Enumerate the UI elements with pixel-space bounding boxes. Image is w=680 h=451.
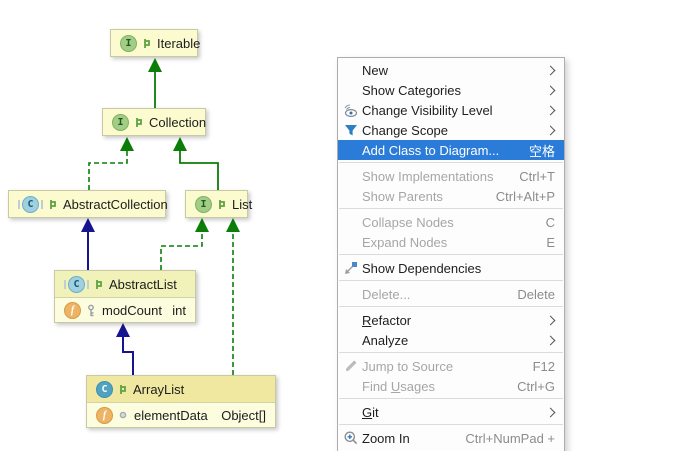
uml-node-list[interactable]: I List [185, 190, 252, 218]
menu-item-refactor[interactable]: Refactor [338, 310, 564, 330]
menu-separator [339, 208, 563, 209]
menu-item-add-class-to-diagram[interactable]: Add Class to Diagram... 空格 [338, 140, 564, 160]
zoom-in-icon [342, 430, 360, 446]
visibility-key-icon [48, 199, 58, 210]
interface-icon: I [120, 34, 137, 52]
edge-arraylist-abstractlist [122, 337, 134, 375]
field-type: Object[] [221, 407, 266, 423]
visibility-key-icon [94, 279, 104, 290]
class-icon: C [96, 380, 113, 398]
arrowhead [81, 218, 95, 232]
class-name: AbstractCollection [63, 196, 168, 212]
menu-separator [339, 162, 563, 163]
class-name: ArrayList [133, 381, 185, 397]
class-name: Iterable [157, 35, 201, 51]
field-type: int [172, 302, 186, 318]
submenu-chevron-icon [545, 65, 556, 75]
menu-item-show-implementations: Show Implementations Ctrl+T [362, 168, 555, 184]
eye-icon [342, 102, 360, 118]
edit-source-icon [342, 358, 360, 374]
submenu-chevron-icon [545, 315, 556, 325]
visibility-key-icon [217, 199, 227, 210]
arrowhead [195, 218, 209, 232]
menu-item-delete: Delete... Delete [362, 286, 555, 302]
shortcut: 空格 [528, 143, 555, 159]
shortcut: E [546, 234, 555, 250]
menu-separator [339, 254, 563, 255]
menu-separator [339, 424, 563, 425]
class-name: AbstractList [109, 276, 177, 292]
shortcut: C [545, 214, 555, 230]
field-row: f elementData Object[] [87, 403, 275, 427]
shortcut: Ctrl+NumPad + [465, 430, 555, 446]
menu-separator [339, 398, 563, 399]
visibility-key-icon [118, 384, 128, 395]
field-row: f modCount int [55, 298, 195, 322]
edge-abstractlist-list [160, 232, 203, 270]
abstract-class-icon: C [18, 195, 43, 213]
menu-item-jump-to-source: Jump to Source F12 [338, 356, 564, 376]
menu-item-change-scope[interactable]: Change Scope [338, 120, 564, 140]
menu-separator [339, 352, 563, 353]
package-private-icon [118, 410, 128, 420]
uml-node-arraylist[interactable]: C ArrayList f elementData Object[] [86, 375, 276, 428]
menu-item-collapse-nodes: Collapse Nodes C [362, 214, 555, 230]
menu-separator [339, 306, 563, 307]
field-name: modCount [102, 302, 162, 318]
menu-separator [339, 280, 563, 281]
submenu-chevron-icon [545, 125, 556, 135]
arrowhead [173, 137, 187, 151]
uml-node-abstractlist[interactable]: C AbstractList f modCount int [54, 270, 196, 323]
shortcut: Ctrl+G [517, 378, 555, 394]
uml-node-iterable[interactable]: I Iterable [110, 29, 201, 57]
context-menu: New Show Categories Change Visibility Le… [337, 57, 565, 451]
edge-list-collection [179, 151, 219, 190]
submenu-chevron-icon [545, 85, 556, 95]
uml-node-collection[interactable]: I Collection [102, 108, 206, 136]
shortcut: Ctrl+T [519, 168, 555, 184]
shortcut: F12 [532, 358, 555, 374]
submenu-chevron-icon [545, 407, 556, 417]
filter-icon [342, 122, 360, 138]
shortcut: Ctrl+Alt+P [495, 188, 555, 204]
arrowhead [226, 218, 240, 232]
protected-key-icon [86, 304, 96, 317]
class-name: List [232, 196, 253, 212]
visibility-key-icon [134, 117, 144, 128]
menu-item-expand-nodes: Expand Nodes E [362, 234, 555, 250]
menu-item-change-visibility-level[interactable]: Change Visibility Level [338, 100, 564, 120]
uml-node-abstractcollection[interactable]: C AbstractCollection [8, 190, 168, 218]
menu-item-show-parents: Show Parents Ctrl+Alt+P [362, 188, 555, 204]
menu-item-show-categories[interactable]: Show Categories [338, 80, 564, 100]
arrowhead [116, 323, 130, 337]
abstract-class-icon: C [64, 275, 89, 293]
field-icon: f [96, 406, 113, 424]
shortcut: Delete [517, 286, 555, 302]
class-name: Collection [149, 114, 207, 130]
visibility-key-icon [142, 38, 152, 49]
field-icon: f [64, 301, 81, 319]
menu-item-show-dependencies[interactable]: Show Dependencies [338, 258, 564, 278]
edge-abstractcollection-collection [88, 151, 128, 190]
menu-item-analyze[interactable]: Analyze [338, 330, 564, 350]
interface-icon: I [195, 195, 212, 213]
interface-icon: I [112, 113, 129, 131]
submenu-chevron-icon [545, 335, 556, 345]
arrowhead [120, 137, 134, 151]
menu-item-find-usages: Find Usages Ctrl+G [362, 378, 555, 394]
menu-item-new[interactable]: New [338, 60, 564, 80]
submenu-chevron-icon [545, 105, 556, 115]
arrowhead [148, 58, 162, 72]
dependencies-icon [342, 260, 360, 276]
field-name: elementData [134, 407, 208, 423]
menu-item-zoom-in[interactable]: Zoom In Ctrl+NumPad + [338, 428, 564, 448]
menu-item-git[interactable]: Git [338, 402, 564, 422]
